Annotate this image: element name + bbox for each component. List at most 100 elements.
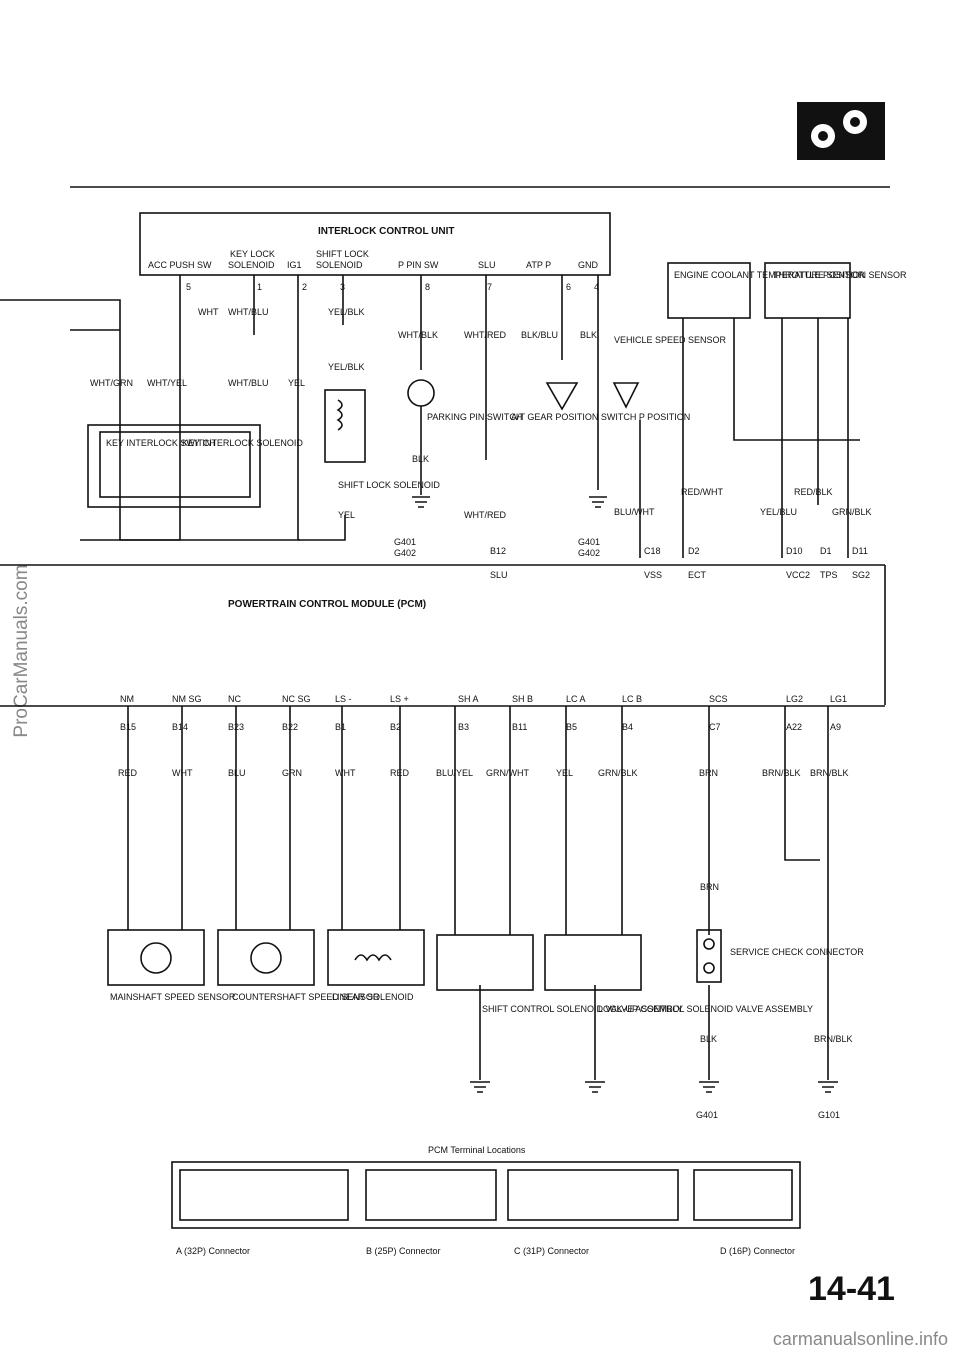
at-gear-switch-label: A/T GEAR POSITION SWITCH P POSITION	[511, 412, 690, 422]
wire-red-wht: RED/WHT	[681, 487, 723, 497]
wire-wht-blk: WHT/BLK	[398, 330, 438, 340]
term-bot-pin: B11	[512, 722, 527, 732]
term-bot-wire: BRN/BLK	[762, 768, 801, 778]
pcm-connector-c: C (31P) Connector	[514, 1246, 589, 1256]
wire-wht-red-1: WHT/RED	[464, 330, 506, 340]
term-top-sig: ECT	[688, 570, 707, 580]
pcm: POWERTRAIN CONTROL MODULE (PCM)	[0, 564, 886, 707]
icu-pin-8: 8	[425, 282, 430, 292]
interlock-control-unit: INTERLOCK CONTROL UNIT ACC PUSH SW KEY L…	[139, 212, 611, 292]
mainshaft-speed-sensor: MAINSHAFT SPEED SENSOR	[107, 929, 236, 1002]
term-bot-wire: GRN/WHT	[486, 768, 529, 778]
wire-yel-blu: YEL/BLU	[760, 507, 797, 517]
service-check-connector: SERVICE CHECK CONNECTOR	[696, 929, 864, 983]
term-bot-pin: A22	[786, 722, 802, 732]
term-top-pin: D10	[786, 546, 803, 556]
term-bot-sig: SCS	[709, 694, 728, 704]
term-top-sig: VCC2	[786, 570, 810, 580]
watermark-bottom: carmanualsonline.info	[772, 1329, 948, 1349]
term-top-sig: TPS	[820, 570, 838, 580]
parking-pin-switch-label: PARKING PIN SWITCH	[427, 412, 522, 422]
term-bot-sig: LG1	[830, 694, 847, 704]
linear-solenoid: LINEAR SOLENOID	[327, 929, 425, 1002]
ect-sensor: ENGINE COOLANT TEMPERATURE SENSOR	[667, 262, 865, 319]
wire-yel-2: YEL	[338, 510, 355, 520]
wire-wht-blu-2: WHT/BLU	[228, 378, 269, 388]
shift-control-label: SHIFT CONTROL SOLENOID VALVE ASSEMBLY	[482, 1004, 683, 1014]
wire-yel-1: YEL	[288, 378, 305, 388]
wire-wht-blu: WHT/BLU	[228, 307, 269, 317]
icu-header-solenoid2: SOLENOID	[316, 260, 363, 270]
wire-brn: BRN	[700, 882, 719, 892]
parking-pin-switch: PARKING PIN SWITCH	[407, 379, 522, 508]
ground-g402-a: G402	[578, 548, 600, 558]
term-bot-wire: GRN/BLK	[598, 768, 638, 778]
ect-sensor-label: ENGINE COOLANT TEMPERATURE SENSOR	[674, 270, 865, 280]
wire-wht: WHT	[198, 307, 219, 317]
term-top-pin: C18	[644, 546, 661, 556]
term-bot-pin: B14	[172, 722, 188, 732]
mainshaft-label: MAINSHAFT SPEED SENSOR	[110, 992, 236, 1002]
shift-lock-solenoid: SHIFT LOCK SOLENOID	[324, 389, 440, 490]
icu-pin-1: 1	[257, 282, 262, 292]
key-interlock-assembly: KEY INTERLOCK SWITCH KEY INTERLOCK SOLEN…	[87, 424, 303, 508]
vehicle-speed-sensor: VEHICLE SPEED SENSOR	[612, 335, 727, 409]
term-bot-sig: LS +	[390, 694, 409, 704]
wire-yel-blk-2: YEL/BLK	[328, 362, 365, 372]
wire-grn-blk: GRN/BLK	[832, 507, 872, 517]
service-check-label: SERVICE CHECK CONNECTOR	[730, 947, 864, 957]
term-bot-wire: BRN/BLK	[810, 768, 849, 778]
term-bot-sig: LC A	[566, 694, 586, 704]
wire-wht-grn: WHT/GRN	[90, 378, 133, 388]
term-bot-wire: GRN	[282, 768, 302, 778]
term-bot-pin: B1	[335, 722, 346, 732]
icu-header-ppin: P PIN SW	[398, 260, 439, 270]
ground-g401-a: G401	[578, 537, 600, 547]
icu-header-shiftlock: SHIFT LOCK	[316, 249, 369, 259]
term-bot-pin: B4	[622, 722, 633, 732]
icu-header-acc: ACC PUSH SW	[148, 260, 212, 270]
icu-pin-2: 2	[302, 282, 307, 292]
wire-blk-1: BLK	[580, 330, 597, 340]
term-bot-pin: B5	[566, 722, 577, 732]
at-gear-switch: A/T GEAR POSITION SWITCH P POSITION	[511, 382, 690, 508]
term-top-sig: VSS	[644, 570, 662, 580]
icu-header-keylock: KEY LOCK	[230, 249, 275, 259]
term-bot-wire: WHT	[335, 768, 356, 778]
ground-g402-b: G402	[394, 548, 416, 558]
icu-header-solenoid1: SOLENOID	[228, 260, 275, 270]
vss-label: VEHICLE SPEED SENSOR	[614, 335, 727, 345]
wire-brn-blk: BRN/BLK	[814, 1034, 853, 1044]
pcm-locations-title: PCM Terminal Locations	[428, 1145, 526, 1155]
term-bot-sig: NM SG	[172, 694, 202, 704]
wire-blu-wht: BLU/WHT	[614, 507, 655, 517]
term-top-pin: B12	[490, 546, 506, 556]
ground-g401-b: G401	[394, 537, 416, 547]
ground-g101: G101	[818, 1110, 840, 1120]
icu-pin-5: 5	[186, 282, 191, 292]
pcm-connector-d: D (16P) Connector	[720, 1246, 795, 1256]
term-bot-sig: SH B	[512, 694, 533, 704]
wire-blk-3: BLK	[700, 1034, 717, 1044]
term-top-sig: SG2	[852, 570, 870, 580]
wire-yel-blk-1: YEL/BLK	[328, 307, 365, 317]
term-bot-sig: NC	[228, 694, 241, 704]
pcm-terminal-locations: PCM Terminal Locations A (32P) Connector…	[171, 1145, 801, 1256]
term-bot-sig: NM	[120, 694, 134, 704]
icu-header-ig1: IG1	[287, 260, 302, 270]
lockup-control-label: LOCK-UP CONTROL SOLENOID VALVE ASSEMBLY	[598, 1004, 813, 1014]
icu-header-gnd: GND	[578, 260, 599, 270]
term-bot-pin: A9	[830, 722, 841, 732]
pcm-top-terminals: B12 SLU C18 VSS D2 ECT D10 VCC2 D1 TPS D…	[490, 546, 870, 580]
term-top-pin: D11	[852, 546, 868, 556]
wire-wht-yel: WHT/YEL	[147, 378, 187, 388]
term-bot-sig: LC B	[622, 694, 642, 704]
icu-pin-6: 6	[566, 282, 571, 292]
lockup-control-solenoid: LOCK-UP CONTROL SOLENOID VALVE ASSEMBLY	[544, 934, 813, 1014]
wire-blk-blu: BLK/BLU	[521, 330, 558, 340]
term-top-pin: D1	[820, 546, 832, 556]
tps-sensor: THROTTLE POSITION SENSOR	[764, 262, 907, 319]
term-top-pin: D2	[688, 546, 700, 556]
key-interlock-switch-label: KEY INTERLOCK SWITCH	[106, 438, 216, 448]
